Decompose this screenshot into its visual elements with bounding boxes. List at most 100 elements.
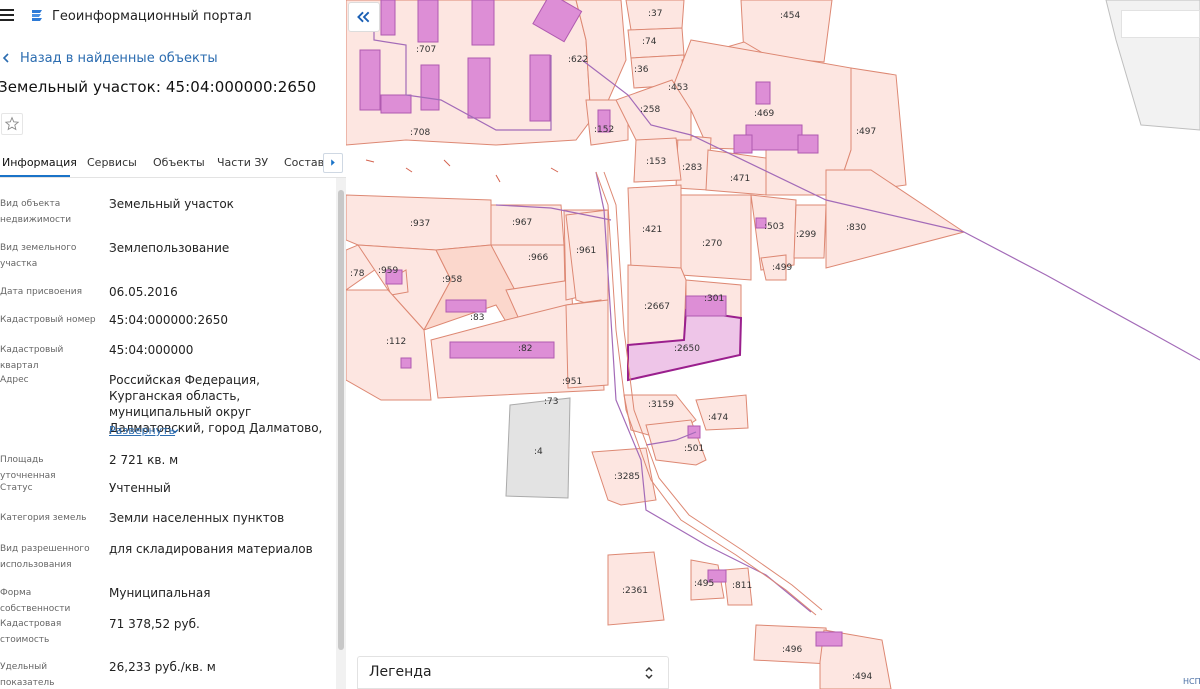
back-to-results-link[interactable]: Назад в найденные объекты — [0, 49, 218, 67]
detail-label: Адрес — [0, 375, 29, 385]
detail-value: 26,233 руб./кв. м — [109, 660, 216, 674]
parcel[interactable] — [695, 394, 749, 431]
parcel-label: :453 — [668, 83, 688, 93]
building[interactable] — [417, 0, 439, 43]
building[interactable] — [745, 124, 803, 151]
tab-parts[interactable]: Части ЗУ — [217, 156, 269, 169]
parcel-label: :469 — [754, 109, 774, 119]
building[interactable] — [420, 64, 440, 111]
parcel-label: :951 — [562, 377, 582, 387]
parcel-label: :82 — [518, 344, 532, 354]
parcel-label: :495 — [694, 579, 714, 589]
utility-line — [495, 204, 612, 221]
parcel-label: :474 — [708, 413, 728, 423]
tab-info[interactable]: Информация — [2, 156, 77, 169]
detail-value: Учтенный — [109, 481, 171, 495]
legend-label: Легенда — [369, 664, 432, 680]
detail-value: Российская Федерация, Курганская область… — [109, 373, 323, 435]
building[interactable] — [755, 217, 767, 229]
parcel-label: :497 — [856, 127, 876, 137]
parcel-label: :707 — [416, 45, 436, 55]
cadastral-map[interactable]: :707 :622 :37 :74 :36 :454 :453 :258 :46… — [346, 0, 1200, 689]
map-canvas[interactable]: :707 :622 :37 :74 :36 :454 :453 :258 :46… — [346, 0, 1200, 689]
building[interactable] — [359, 49, 381, 111]
parcel-label: :258 — [640, 105, 660, 115]
parcel[interactable] — [760, 254, 787, 281]
parcel[interactable] — [750, 194, 797, 271]
parcel-label: :270 — [702, 239, 722, 249]
parcel[interactable] — [607, 551, 665, 626]
detail-label: Категория земель — [0, 513, 87, 523]
building[interactable] — [445, 299, 487, 313]
chevron-right-icon — [331, 159, 335, 166]
building[interactable] — [449, 341, 555, 359]
building[interactable] — [529, 54, 551, 122]
utility-line — [595, 171, 812, 613]
building[interactable] — [380, 0, 396, 36]
parcel[interactable] — [793, 204, 827, 259]
map-mark — [443, 159, 451, 167]
parcel-label: :283 — [682, 163, 702, 173]
chevron-up-down-icon — [645, 666, 653, 680]
building[interactable] — [797, 134, 819, 154]
expand-address-link[interactable]: Развернуть — [109, 424, 176, 437]
building[interactable] — [733, 134, 753, 154]
parcel-label: :454 — [780, 11, 800, 21]
gray-parcel[interactable] — [505, 397, 571, 499]
object-title: Земельный участок: 45:04:000000:2650 — [0, 78, 317, 96]
building[interactable] — [707, 569, 727, 583]
favorite-button[interactable] — [1, 113, 23, 135]
parcel[interactable] — [633, 137, 682, 183]
parcel[interactable] — [680, 194, 752, 281]
parcel-label: :4 — [534, 447, 543, 457]
menu-icon[interactable] — [0, 9, 14, 23]
detail-label: Форма собственности — [0, 588, 71, 614]
building[interactable] — [471, 0, 495, 46]
building[interactable] — [400, 357, 412, 369]
building[interactable] — [685, 295, 727, 317]
detail-label: Кадастровый номер — [0, 315, 96, 325]
tab-composition[interactable]: Состав — [284, 156, 325, 169]
road-edge — [595, 171, 817, 616]
back-link-label: Назад в найденные объекты — [20, 50, 218, 66]
collapse-panel-button[interactable] — [348, 2, 380, 32]
parcel-label: :36 — [634, 65, 649, 75]
parcel[interactable] — [591, 447, 657, 506]
parcel[interactable] — [565, 299, 609, 389]
parcel-label: :2650 — [674, 344, 700, 354]
detail-label: Удельный показатель кадастровой — [0, 662, 55, 688]
building[interactable] — [467, 57, 491, 119]
utility-line — [645, 431, 697, 446]
tab-objects[interactable]: Объекты — [153, 156, 205, 169]
map-search-box[interactable] — [1121, 10, 1200, 38]
legend-panel[interactable]: Легенда — [357, 656, 669, 689]
parcel[interactable] — [705, 149, 767, 196]
building[interactable] — [755, 81, 771, 105]
parcel-label: :421 — [642, 225, 662, 235]
building[interactable] — [385, 269, 403, 285]
parcel-label: :471 — [730, 174, 750, 184]
building[interactable] — [380, 94, 412, 114]
parcel[interactable] — [346, 289, 432, 401]
utility-lines — [373, 8, 1200, 613]
building[interactable] — [532, 0, 583, 43]
building[interactable] — [815, 631, 843, 647]
tabs-scroll-right-button[interactable] — [323, 153, 343, 173]
utility-line — [373, 8, 552, 131]
parcel-label: :152 — [594, 125, 614, 135]
parcel[interactable] — [740, 0, 833, 63]
panel-scrollbar-thumb[interactable] — [338, 190, 344, 650]
road-edge — [603, 171, 823, 611]
parcel-label: :299 — [796, 230, 816, 240]
parcel-label: :73 — [544, 397, 558, 407]
detail-label: Кадастровая стоимость — [0, 619, 62, 645]
building[interactable] — [597, 109, 611, 133]
parcel[interactable] — [723, 567, 753, 606]
building[interactable] — [687, 425, 701, 439]
map-mark — [405, 167, 413, 173]
utility-line — [963, 231, 1200, 361]
tab-services[interactable]: Сервисы — [87, 156, 137, 169]
parcel-label: :830 — [846, 223, 866, 233]
selected-parcel-2650[interactable] — [627, 308, 743, 382]
parcel-label: :3159 — [648, 400, 674, 410]
